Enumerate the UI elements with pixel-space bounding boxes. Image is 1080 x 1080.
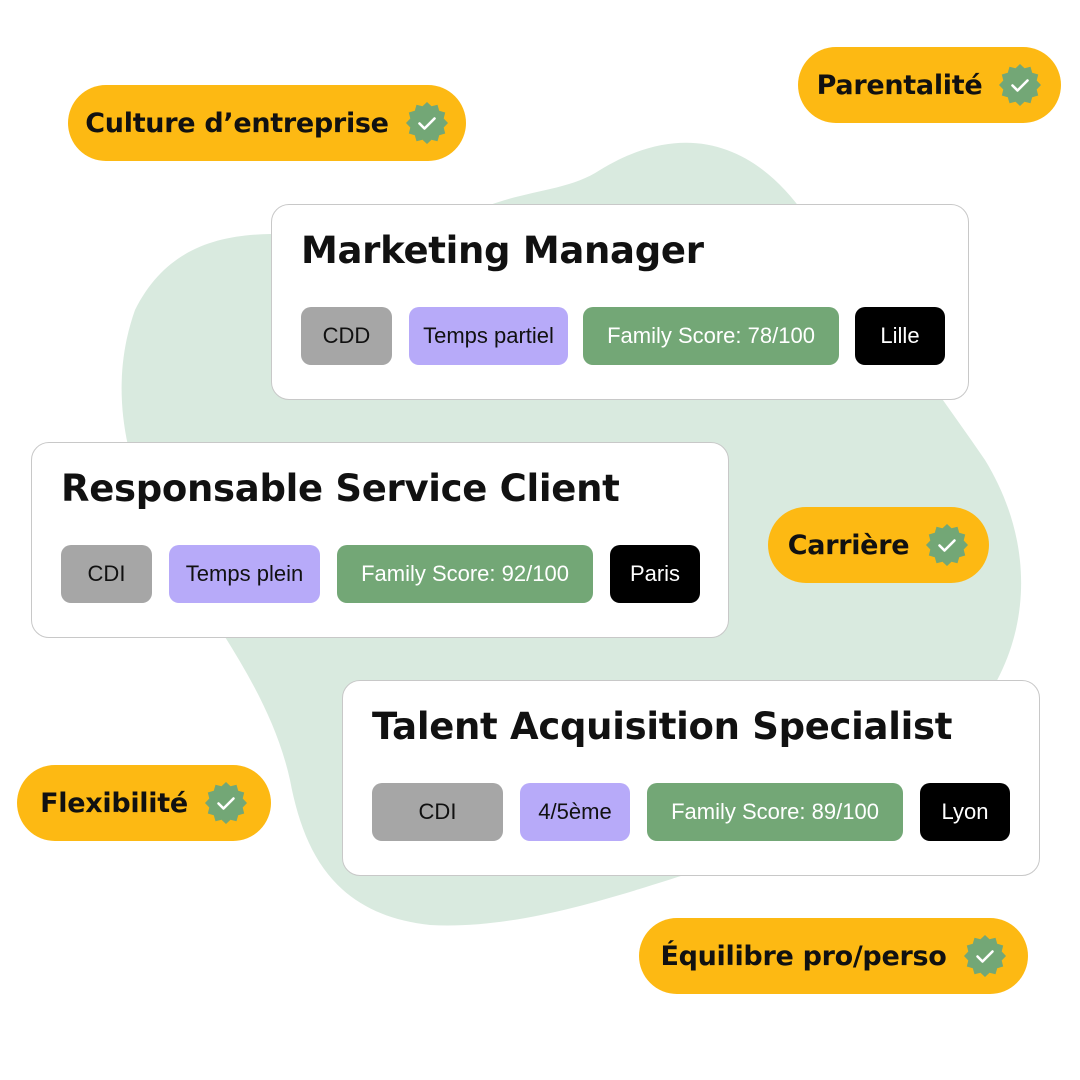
- pill-label: Parentalité: [816, 69, 983, 101]
- pill-label: Carrière: [787, 529, 910, 561]
- check-badge-icon: [405, 102, 448, 144]
- flexibilite-pill: Flexibilité: [17, 765, 271, 841]
- check-badge-icon: [999, 64, 1042, 106]
- family-score-tag: Family Score: 92/100: [337, 545, 593, 603]
- culture-entreprise-pill: Culture d’entreprise: [68, 85, 466, 161]
- job-card-responsable-service-client[interactable]: Responsable Service Client CDI Temps ple…: [31, 442, 729, 638]
- city-tag: Paris: [610, 545, 700, 603]
- pill-label: Flexibilité: [40, 787, 188, 819]
- job-title: Talent Acquisition Specialist: [372, 705, 953, 748]
- parentalite-pill: Parentalité: [798, 47, 1061, 123]
- check-badge-icon: [926, 524, 969, 566]
- carriere-pill: Carrière: [768, 507, 989, 583]
- work-time-tag: Temps plein: [169, 545, 320, 603]
- city-tag: Lille: [855, 307, 945, 365]
- job-card-marketing-manager[interactable]: Marketing Manager CDD Temps partiel Fami…: [271, 204, 969, 400]
- job-title: Responsable Service Client: [61, 467, 620, 510]
- work-time-tag: Temps partiel: [409, 307, 568, 365]
- city-tag: Lyon: [920, 783, 1010, 841]
- job-title: Marketing Manager: [301, 229, 704, 272]
- job-card-talent-acquisition-specialist[interactable]: Talent Acquisition Specialist CDI 4/5ème…: [342, 680, 1040, 876]
- contract-type-tag: CDI: [372, 783, 503, 841]
- check-badge-icon: [963, 935, 1006, 977]
- family-score-tag: Family Score: 89/100: [647, 783, 903, 841]
- check-badge-icon: [204, 782, 247, 824]
- work-time-tag: 4/5ème: [520, 783, 630, 841]
- family-score-tag: Family Score: 78/100: [583, 307, 839, 365]
- pill-label: Équilibre pro/perso: [660, 940, 947, 972]
- pill-label: Culture d’entreprise: [85, 107, 389, 139]
- equilibre-pro-perso-pill: Équilibre pro/perso: [639, 918, 1028, 994]
- contract-type-tag: CDD: [301, 307, 392, 365]
- contract-type-tag: CDI: [61, 545, 152, 603]
